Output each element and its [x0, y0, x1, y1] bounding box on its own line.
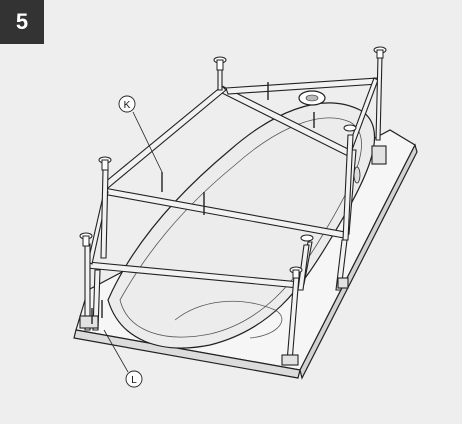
leg-8 — [342, 134, 354, 241]
bathtub — [73, 90, 418, 380]
leg-1 — [217, 69, 223, 91]
leg-9 — [92, 269, 101, 331]
step-number-badge: 5 — [0, 0, 44, 44]
foot-1 — [371, 145, 387, 165]
callout-l-label: L — [131, 375, 137, 386]
foot-3 — [281, 354, 299, 366]
leg-3 — [100, 169, 109, 259]
callout-k: K — [118, 95, 163, 173]
callout-l: L — [103, 329, 143, 388]
foot-2 — [79, 315, 99, 329]
bathtub-rim-thickness — [73, 329, 301, 379]
foot-4 — [337, 277, 349, 289]
leg-6 — [297, 244, 310, 291]
beam-upper-right — [225, 77, 379, 95]
bathtub-rim-side — [299, 143, 418, 380]
bathtub-seat-contour — [174, 300, 283, 339]
support-frame — [79, 55, 387, 366]
screws — [91, 82, 315, 324]
leg-heads — [79, 46, 387, 279]
callout-k-label: K — [124, 100, 131, 111]
leg-2 — [375, 55, 383, 141]
